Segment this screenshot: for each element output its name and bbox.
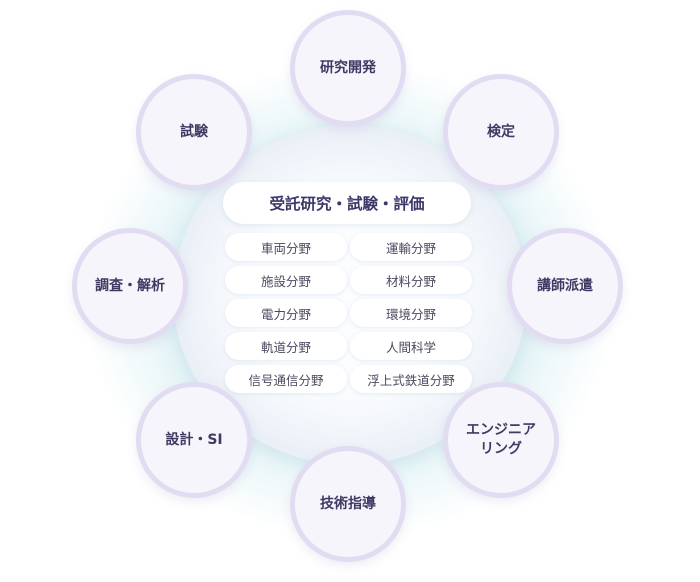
node-instructor-dispatch: 講師派遣 <box>507 228 623 344</box>
field-pill: 軌道分野 <box>225 332 347 360</box>
center-title: 受託研究・試験・評価 <box>223 182 471 224</box>
field-pill: 環境分野 <box>350 299 472 327</box>
field-pill: 信号通信分野 <box>225 365 347 393</box>
node-engineering: エンジニア リング <box>443 382 559 498</box>
center-title-text: 受託研究・試験・評価 <box>269 195 425 213</box>
field-pill: 施設分野 <box>225 266 347 294</box>
node-certification: 検定 <box>443 74 559 190</box>
field-pill: 電力分野 <box>225 299 347 327</box>
node-survey-analysis: 調査・解析 <box>72 228 188 344</box>
field-pill: 人間科学 <box>350 332 472 360</box>
field-pill: 運輸分野 <box>350 233 472 261</box>
field-pill: 材料分野 <box>350 266 472 294</box>
field-pill: 浮上式鉄道分野 <box>350 365 472 393</box>
node-testing: 試験 <box>136 74 252 190</box>
field-pill: 車両分野 <box>225 233 347 261</box>
node-design-si: 設計・SI <box>136 382 252 498</box>
node-research-development: 研究開発 <box>290 10 406 126</box>
node-technical-guidance: 技術指導 <box>290 446 406 562</box>
